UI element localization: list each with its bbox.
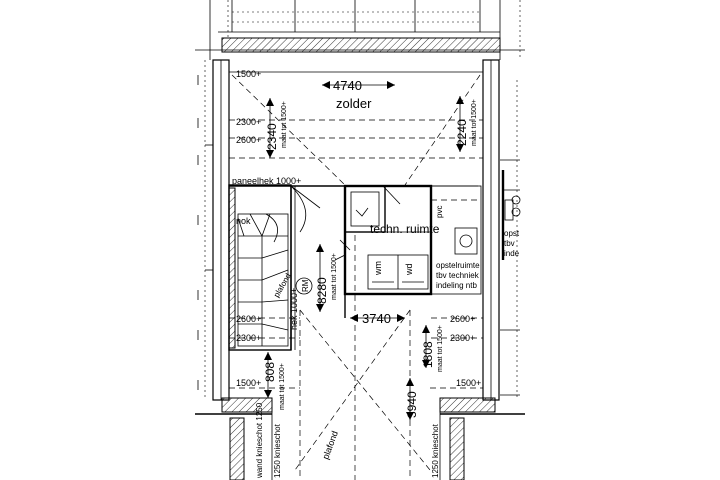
neighbor-note-3: inde (504, 249, 520, 258)
maat-note-top-right: maat tot 1500+ (471, 99, 478, 146)
maat-note-bottom-right: maat tot 1500+ (437, 325, 444, 372)
dimension-center-depth-label: 8280 (315, 277, 329, 304)
storage-note-1: opstelruimte (436, 261, 480, 270)
dimension-left-bottom (264, 352, 272, 398)
height-note-1500-bottom-left: 1500+ (236, 378, 261, 388)
dimension-right-top-label: 2240 (455, 119, 469, 146)
tech-room (334, 184, 482, 318)
wd-label: wd (404, 263, 414, 276)
railing-note: hek 1000+ (289, 288, 299, 330)
rm-label: RM (301, 279, 310, 292)
knieschot-right: 1250 knieschot (431, 423, 440, 478)
maat-note-bottom-left: maat tot 1500+ (279, 363, 286, 410)
knieschot-left: 1250 knieschot (273, 423, 282, 478)
dimension-width-mid-label: 3740 (362, 311, 391, 326)
rm-symbol (295, 277, 313, 295)
neighbor-unit (500, 159, 521, 396)
attic-walls (195, 59, 525, 480)
dimension-left-bottom-label: 808 (263, 362, 277, 382)
height-note-2600-bottom: 2600+ (236, 314, 261, 324)
maat-note-top-left: maat tot 1500+ (281, 101, 288, 148)
dimension-width-top (322, 81, 395, 89)
height-note-2600-right: 2600+ (450, 314, 475, 324)
height-note-2300-top: 2300+ (236, 117, 261, 127)
nok-label: nok (236, 216, 251, 226)
height-note-1500-top: 1500+ (236, 69, 261, 79)
dimension-right-mid-label: 1808 (421, 341, 435, 368)
panel-railing-note: paneelhek 1000+ (232, 176, 301, 186)
dimension-center-depth (316, 244, 324, 312)
height-note-1500-bottom-right: 1500+ (456, 378, 481, 388)
attic-label: zolder (336, 96, 372, 111)
dimension-left-top (266, 98, 274, 158)
knieschot-far-left: wand knieschot 1250 (255, 402, 264, 479)
height-note-2600-top: 2600+ (236, 135, 261, 145)
dimension-left-top-label: 2340 (265, 123, 279, 150)
dimension-width-mid (350, 314, 405, 322)
left-margin-marks (197, 75, 213, 390)
storage-note-3: indeling ntb (436, 281, 477, 290)
height-note-2300-bottom: 2300+ (236, 333, 261, 343)
center-plafond-label: plafond (320, 430, 339, 461)
dimension-right-mid (422, 325, 430, 368)
pvc-label: pvc (435, 206, 444, 218)
storage-note-2: tbv techniek (436, 271, 480, 280)
roof-edge (195, 0, 525, 60)
neighbor-note-2: tbv (504, 239, 515, 248)
dimension-right-bottom (406, 378, 414, 420)
dimension-right-bottom-label: 3940 (405, 391, 419, 418)
maat-note-center: maat tot 1500+ (331, 253, 338, 300)
dimension-width-top-label: 4740 (333, 78, 362, 93)
height-lines-top (229, 71, 483, 159)
neighbor-note-1: opst (504, 229, 520, 238)
wm-label: wm (373, 261, 383, 276)
stair-area (228, 184, 345, 351)
tech-room-label: techn. ruimte (370, 222, 440, 236)
height-note-2300-right: 2300+ (450, 333, 475, 343)
